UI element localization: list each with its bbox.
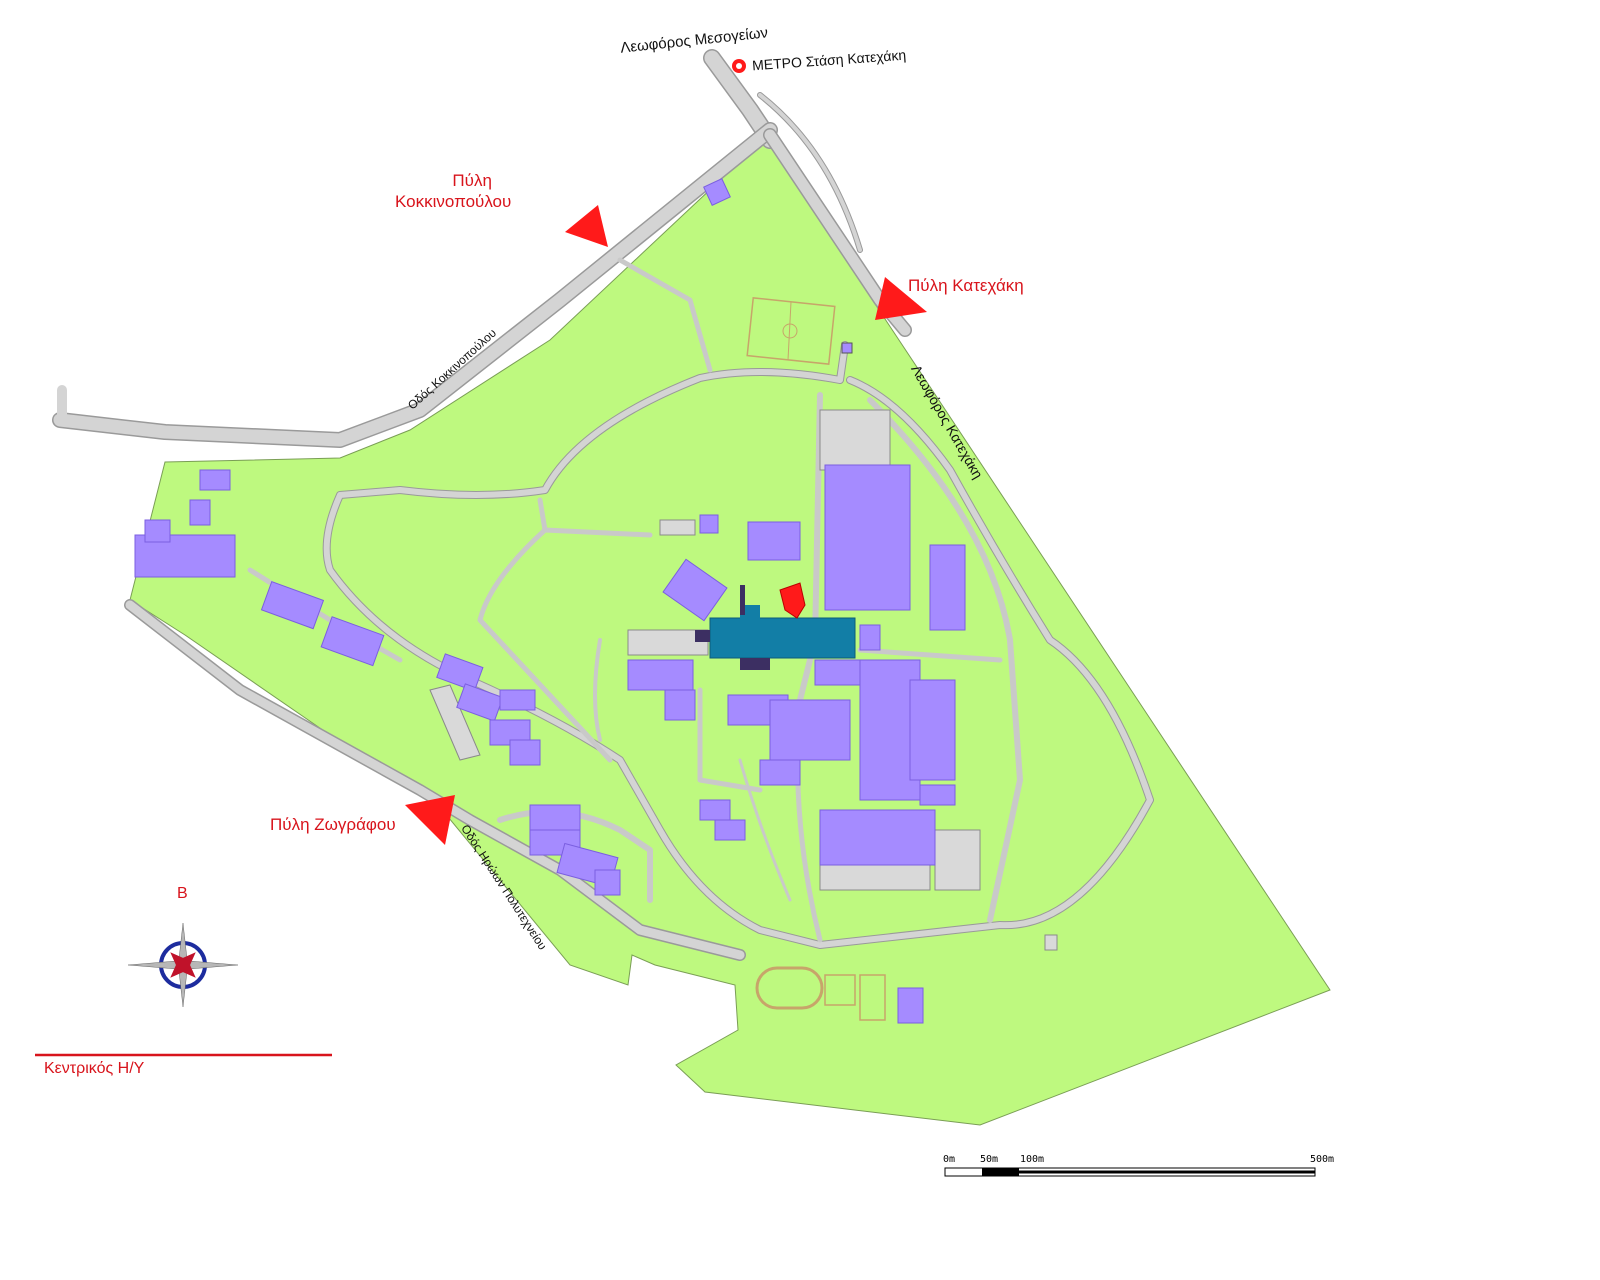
- gate-arrow-zografou: [405, 795, 455, 845]
- football-pitch: [746, 297, 836, 365]
- gate-label-kokkinopoulou-line1: Πύλη: [452, 171, 492, 190]
- scale-label-100m: 100m: [1020, 1154, 1045, 1165]
- gate-arrow-katehaki: [875, 277, 927, 320]
- athletics-track: [755, 966, 886, 1021]
- scale-label-0m: 0m: [943, 1154, 956, 1165]
- gate-label-kokkinopoulou: Πύλη Κοκκινοπούλου: [395, 170, 511, 212]
- katehaki-kiosk: [841, 342, 853, 354]
- gate-arrows: [405, 205, 927, 845]
- legend-central-computer: Κεντρικός Η/Υ: [44, 1060, 145, 1077]
- scale-label-50m: 50m: [980, 1154, 999, 1165]
- gate-label-kokkinopoulou-line2: Κοκκινοπούλου: [395, 192, 512, 211]
- scale-bar: [944, 1167, 1316, 1177]
- gate-arrow-kokkinopoulou: [565, 205, 608, 247]
- compass-north-label: Β: [177, 885, 188, 902]
- parking-areas: [429, 409, 1058, 951]
- gate-label-zografou: Πύλη Ζωγράφου: [270, 815, 396, 834]
- central-computer-building: [695, 585, 856, 670]
- location-marker: [779, 582, 806, 619]
- scale-label-500m: 500m: [1310, 1154, 1335, 1165]
- gate-label-katehaki: Πύλη Κατεχάκη: [908, 276, 1024, 295]
- compass-rose-icon: [127, 922, 239, 1008]
- campus-buildings: [134, 178, 966, 1024]
- metro-station-icon: [732, 59, 746, 73]
